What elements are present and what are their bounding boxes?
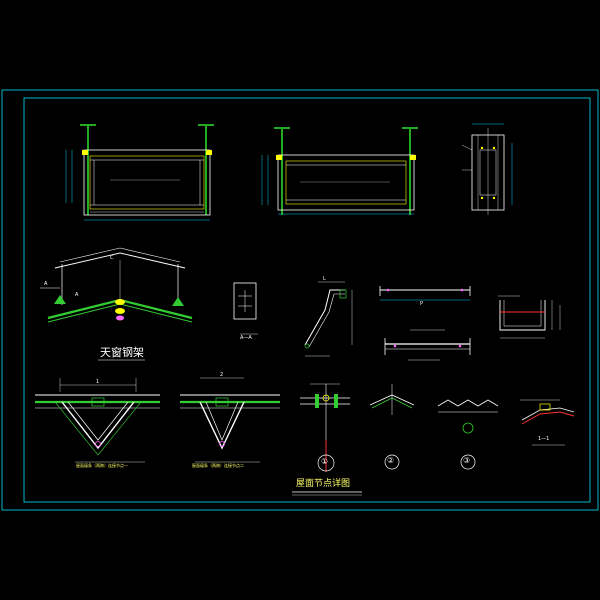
- roof-details-title: 屋面节点详图: [296, 479, 351, 489]
- detail-marker-2: ②: [387, 456, 395, 465]
- detail-1-caption: 屋面檩条（两跨）连接节点一: [76, 463, 128, 468]
- roof-node-3: [437, 399, 499, 470]
- purlin-detail-2: [180, 377, 280, 463]
- detail-2-dim-mark: 2: [220, 372, 224, 378]
- brace-detail: [304, 281, 353, 357]
- outer-frame: [1, 89, 599, 511]
- detail-1-dim-mark: 1: [96, 379, 100, 385]
- detail-2-caption: 屋面檩条（两跨）连接节点二: [192, 463, 244, 468]
- frame-elevation-2: [261, 127, 418, 215]
- section-11-caption: 1—1: [538, 436, 550, 442]
- roof-node-1: [300, 383, 350, 472]
- tie-rod-mark: P: [420, 301, 424, 307]
- inner-frame: [23, 97, 591, 503]
- detail-marker-3: ③: [463, 456, 471, 465]
- roof-node-2: [369, 384, 415, 470]
- detail-marker-1: ①: [321, 457, 329, 466]
- frame-elevation-1: [65, 124, 214, 221]
- purlin-detail-1: [35, 378, 160, 463]
- gutter-detail: [498, 295, 561, 339]
- section-mark-a-right: A: [75, 292, 79, 298]
- section-aa-box: [233, 282, 258, 335]
- section-mark-a-left: A: [44, 281, 48, 287]
- section-1-1: [520, 399, 575, 446]
- skylight-truss: [40, 247, 193, 323]
- plate-detail: [461, 123, 513, 215]
- section-mark-c: C: [110, 255, 114, 261]
- skylight-truss-title: 天窗钢架: [100, 346, 144, 359]
- section-aa-caption: A—A: [240, 335, 252, 341]
- brace-dim-l: L: [323, 276, 326, 282]
- tie-rod-detail: [379, 286, 471, 361]
